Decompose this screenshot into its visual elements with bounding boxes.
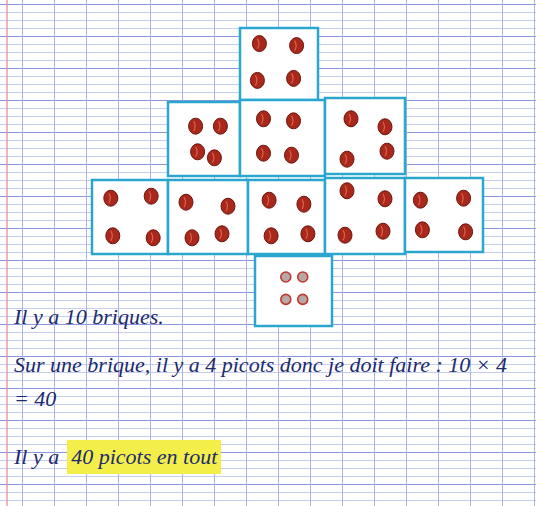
brick-square [92,180,168,254]
stud-shine [420,225,422,235]
stud-shine [292,73,294,83]
stud-shine [196,147,198,157]
stud-dot [340,183,354,199]
stud-dot [104,190,118,206]
stud-shine [345,186,347,196]
stud-dot [285,147,299,163]
brick-square [240,100,325,176]
brick-square [168,102,240,176]
handwritten-line: Sur une brique, il y a 4 picots donc je … [14,348,519,416]
stud-dot [297,196,311,212]
stud-dot [191,144,205,160]
stud-shine [109,193,111,203]
stud-dot [413,192,427,208]
stud-shine [306,229,308,239]
stud-shine [184,197,186,207]
stud-shine [257,39,259,49]
handwritten-answer: Il y a 40 picots en tout [14,440,221,474]
stud-shine [302,199,304,209]
brick-square [325,178,405,254]
stud-dot [378,191,392,207]
stud-shine [226,201,228,211]
stud-shine [349,114,351,124]
handwritten-line: Il y a [14,440,59,474]
stud-shine [220,229,222,239]
stud-dot [290,38,304,54]
brick-square [168,180,248,254]
brick-square [325,98,405,174]
stud-shine [212,153,214,163]
brick-square [240,28,318,100]
stud-dot [257,111,271,127]
stud-shine [149,191,151,201]
stud-dot [250,72,264,88]
stud-dot [252,36,266,52]
stud-shine [343,230,345,240]
stud-dot [146,230,160,246]
stud-dot [338,227,352,243]
stud-dot [340,151,354,167]
stud-shine [190,233,192,243]
stud-dot [185,230,199,246]
stud-shine [383,194,385,204]
stud-shine [462,193,464,203]
stud-shine [385,146,387,156]
stud-dot [189,118,203,134]
stud-dot [281,294,291,304]
stud-dot [459,224,473,240]
stud-shine [290,150,292,160]
stud-dot [207,150,221,166]
stud-shine [269,231,271,241]
stud-shine [267,195,269,205]
stud-dot [213,118,227,134]
stud-shine [151,233,153,243]
stud-dot [287,113,301,129]
stud-shine [418,195,420,205]
margin-line [6,0,7,506]
stud-shine [194,121,196,131]
highlighted-answer: 40 picots en tout [67,440,221,474]
stud-dot [287,70,301,86]
stud-dot [215,226,229,242]
stud-dot [376,223,390,239]
stud-dot [106,228,120,244]
brick-square [255,256,332,326]
stud-shine [345,154,347,164]
stud-dot [144,188,158,204]
stud-dot [378,119,392,135]
stud-dot [415,222,429,238]
stud-dot [298,272,308,282]
stud-dot [179,194,193,210]
brick-square [248,180,325,254]
stud-shine [262,114,264,124]
stud-shine [295,41,297,51]
stud-dot [264,228,278,244]
stud-shine [383,122,385,132]
stud-shine [111,231,113,241]
stud-dot [380,143,394,159]
brick-square [405,178,483,252]
stud-dot [301,226,315,242]
handwritten-line: Il y a 10 briques. [14,300,164,334]
stud-dot [257,145,271,161]
stud-dot [262,192,276,208]
stud-dot [298,294,308,304]
stud-dot [281,272,291,282]
stud-shine [292,116,294,126]
stud-shine [255,75,257,85]
stud-shine [464,227,466,237]
stud-shine [381,226,383,236]
stud-shine [262,148,264,158]
stud-shine [218,121,220,131]
stud-dot [457,190,471,206]
stud-dot [221,198,235,214]
stud-dot [344,111,358,127]
